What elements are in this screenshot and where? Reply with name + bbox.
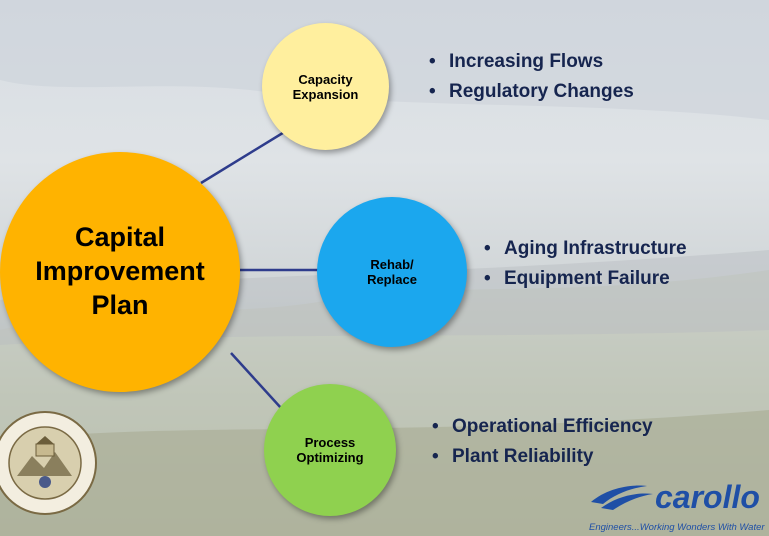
bullet-item: Aging Infrastructure bbox=[484, 234, 687, 264]
connector-process bbox=[230, 352, 282, 409]
capacity-bullet-list: Increasing Flows Regulatory Changes bbox=[429, 47, 634, 107]
bullet-item: Increasing Flows bbox=[429, 47, 634, 77]
rehab-replace-circle: Rehab/ Replace bbox=[317, 197, 467, 347]
bullet-item: Equipment Failure bbox=[484, 264, 687, 294]
main-circle: Capital Improvement Plan bbox=[0, 152, 240, 392]
bullet-item: Operational Efficiency bbox=[432, 412, 653, 442]
main-label: Capital Improvement Plan bbox=[35, 222, 205, 320]
city-seal-logo bbox=[0, 411, 97, 515]
capacity-expansion-circle: Capacity Expansion bbox=[262, 23, 389, 150]
svg-text:Engineers...Working Wonders Wi: Engineers...Working Wonders With Water bbox=[589, 522, 765, 533]
rehab-replace-label: Rehab/ Replace bbox=[367, 257, 417, 287]
carollo-logo: carollo Engineers...Working Wonders With… bbox=[589, 479, 765, 533]
rehab-bullet-list: Aging Infrastructure Equipment Failure bbox=[484, 234, 687, 294]
bullet-item: Regulatory Changes bbox=[429, 77, 634, 107]
bullet-item: Plant Reliability bbox=[432, 442, 653, 472]
capacity-expansion-label: Capacity Expansion bbox=[292, 71, 359, 102]
process-bullet-list: Operational Efficiency Plant Reliability bbox=[432, 412, 653, 472]
process-optimizing-label: Process Optimizing bbox=[296, 435, 364, 465]
connector-capacity bbox=[200, 129, 287, 185]
svg-text:carollo: carollo bbox=[655, 479, 760, 515]
process-optimizing-circle: Process Optimizing bbox=[264, 384, 396, 516]
